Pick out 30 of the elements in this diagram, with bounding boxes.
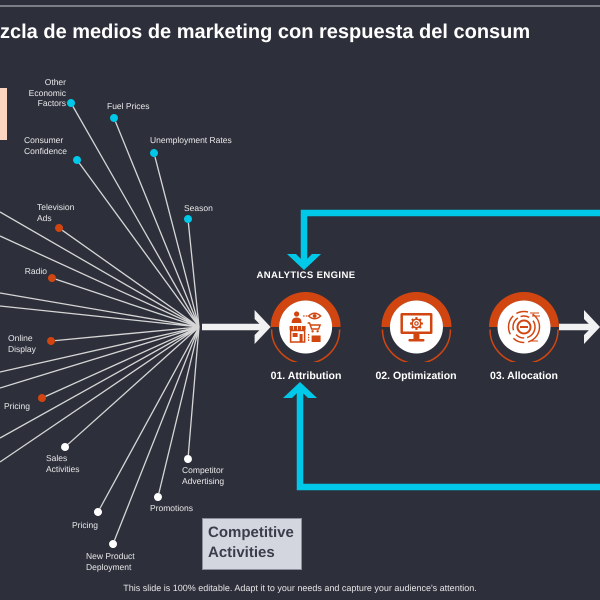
slide-title: zcla de medios de marketing con respuesta del consum [0,20,532,44]
factor-label: Consumer Confidence [24,135,74,156]
factor-label: Television Ads [37,202,81,223]
factor-label: Season [184,203,220,214]
factor-label: Pricing [72,520,104,530]
connector-line [55,224,200,328]
factor-label: Promotions [150,503,200,514]
factor-label: Online Display [8,333,46,354]
connector-line [184,215,200,328]
step-label: 03. Allocation [490,370,558,382]
category-box: Competitive Activities [202,518,302,570]
connector-line [94,326,200,516]
factor-label: Competitor Advertising [182,465,234,486]
factor-label: Unemployment Rates [150,135,242,146]
factor-label: Other Economic Factors [14,77,66,108]
connector-line [73,156,200,328]
connector-line [184,326,200,463]
connector-line [150,149,200,328]
connector-line [154,326,200,501]
footer-note: This slide is 100% editable. Adapt it to your needs and capture your audience's attention. [122,583,478,594]
step-label: 01. Attribution [270,370,342,382]
factor-label: Radio [16,266,47,276]
connector-line [61,326,200,451]
factor-label: New Product Deployment [86,551,144,572]
step-label: 02. Optimization [375,370,457,382]
factor-label: Pricing [4,401,38,412]
factor-label: Fuel Prices [107,101,159,112]
section-heading: ANALYTICS ENGINE [253,270,359,282]
factor-label: Sales Activities [46,453,90,474]
partial-box [0,88,7,140]
